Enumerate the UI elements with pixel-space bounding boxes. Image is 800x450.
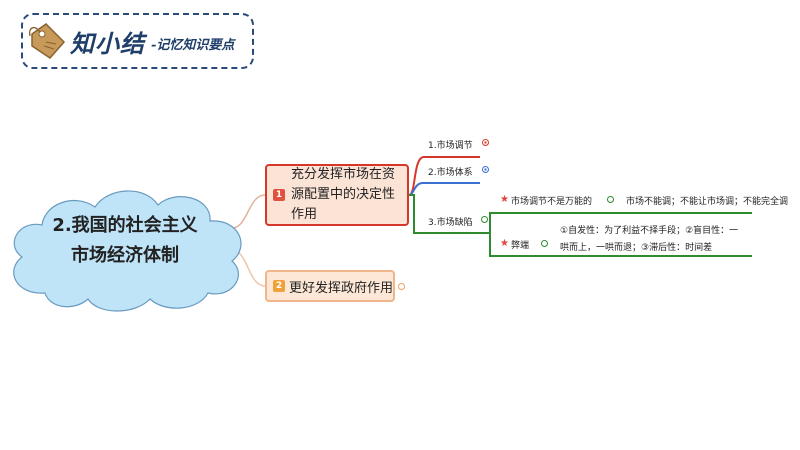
- branch-number-badge: 1: [273, 189, 285, 201]
- sub-node-market-system[interactable]: 2.市场体系: [428, 168, 473, 178]
- collapse-circle-icon[interactable]: [541, 240, 548, 247]
- collapse-circle-icon[interactable]: [482, 166, 489, 173]
- leaf-detail-drawbacks-line2: 哄而上，一哄而退；③滞后性：时间差: [560, 243, 713, 253]
- branch-node-government-role[interactable]: 2 更好发挥政府作用: [265, 270, 395, 302]
- header-banner: [21, 13, 254, 69]
- leaf-detail-not-omnipotent: 市场不能调；不能让市场调；不能完全调: [626, 197, 789, 207]
- branch-node-label: 更好发挥政府作用: [289, 280, 394, 296]
- expand-circle-icon[interactable]: [398, 283, 405, 290]
- collapse-circle-icon[interactable]: [482, 139, 489, 146]
- sub-node-market-regulation[interactable]: 1.市场调节: [428, 141, 473, 151]
- collapse-circle-icon[interactable]: [481, 216, 488, 223]
- collapse-circle-icon[interactable]: [607, 196, 614, 203]
- central-topic-cloud: [13, 190, 242, 312]
- branch-node-market-role[interactable]: 1 充分发挥市场在资源配置中的决定性作用: [265, 164, 409, 226]
- header-subtitle: -记忆知识要点: [151, 38, 235, 53]
- central-topic-line1: 2.我国的社会主义: [52, 215, 198, 236]
- branch-node-label: 充分发挥市场在资源配置中的决定性作用: [291, 167, 396, 222]
- sub-node-market-defects[interactable]: 3.市场缺陷: [428, 218, 473, 228]
- star-icon: ★: [500, 238, 509, 249]
- leaf-detail-drawbacks-line1: ①自发性：为了利益不择手段；②盲目性：一: [560, 226, 739, 236]
- leaf-node-not-omnipotent[interactable]: 市场调节不是万能的: [511, 197, 593, 207]
- header-title: 知小结: [70, 29, 145, 58]
- central-topic-line2: 市场经济体制: [71, 245, 179, 266]
- tag-icon: [28, 23, 66, 59]
- branch-number-badge: 2: [273, 280, 285, 292]
- central-topic-text: 2.我国的社会主义 市场经济体制: [40, 211, 210, 271]
- star-icon: ★: [500, 194, 509, 205]
- leaf-node-drawbacks[interactable]: 弊端: [511, 241, 530, 251]
